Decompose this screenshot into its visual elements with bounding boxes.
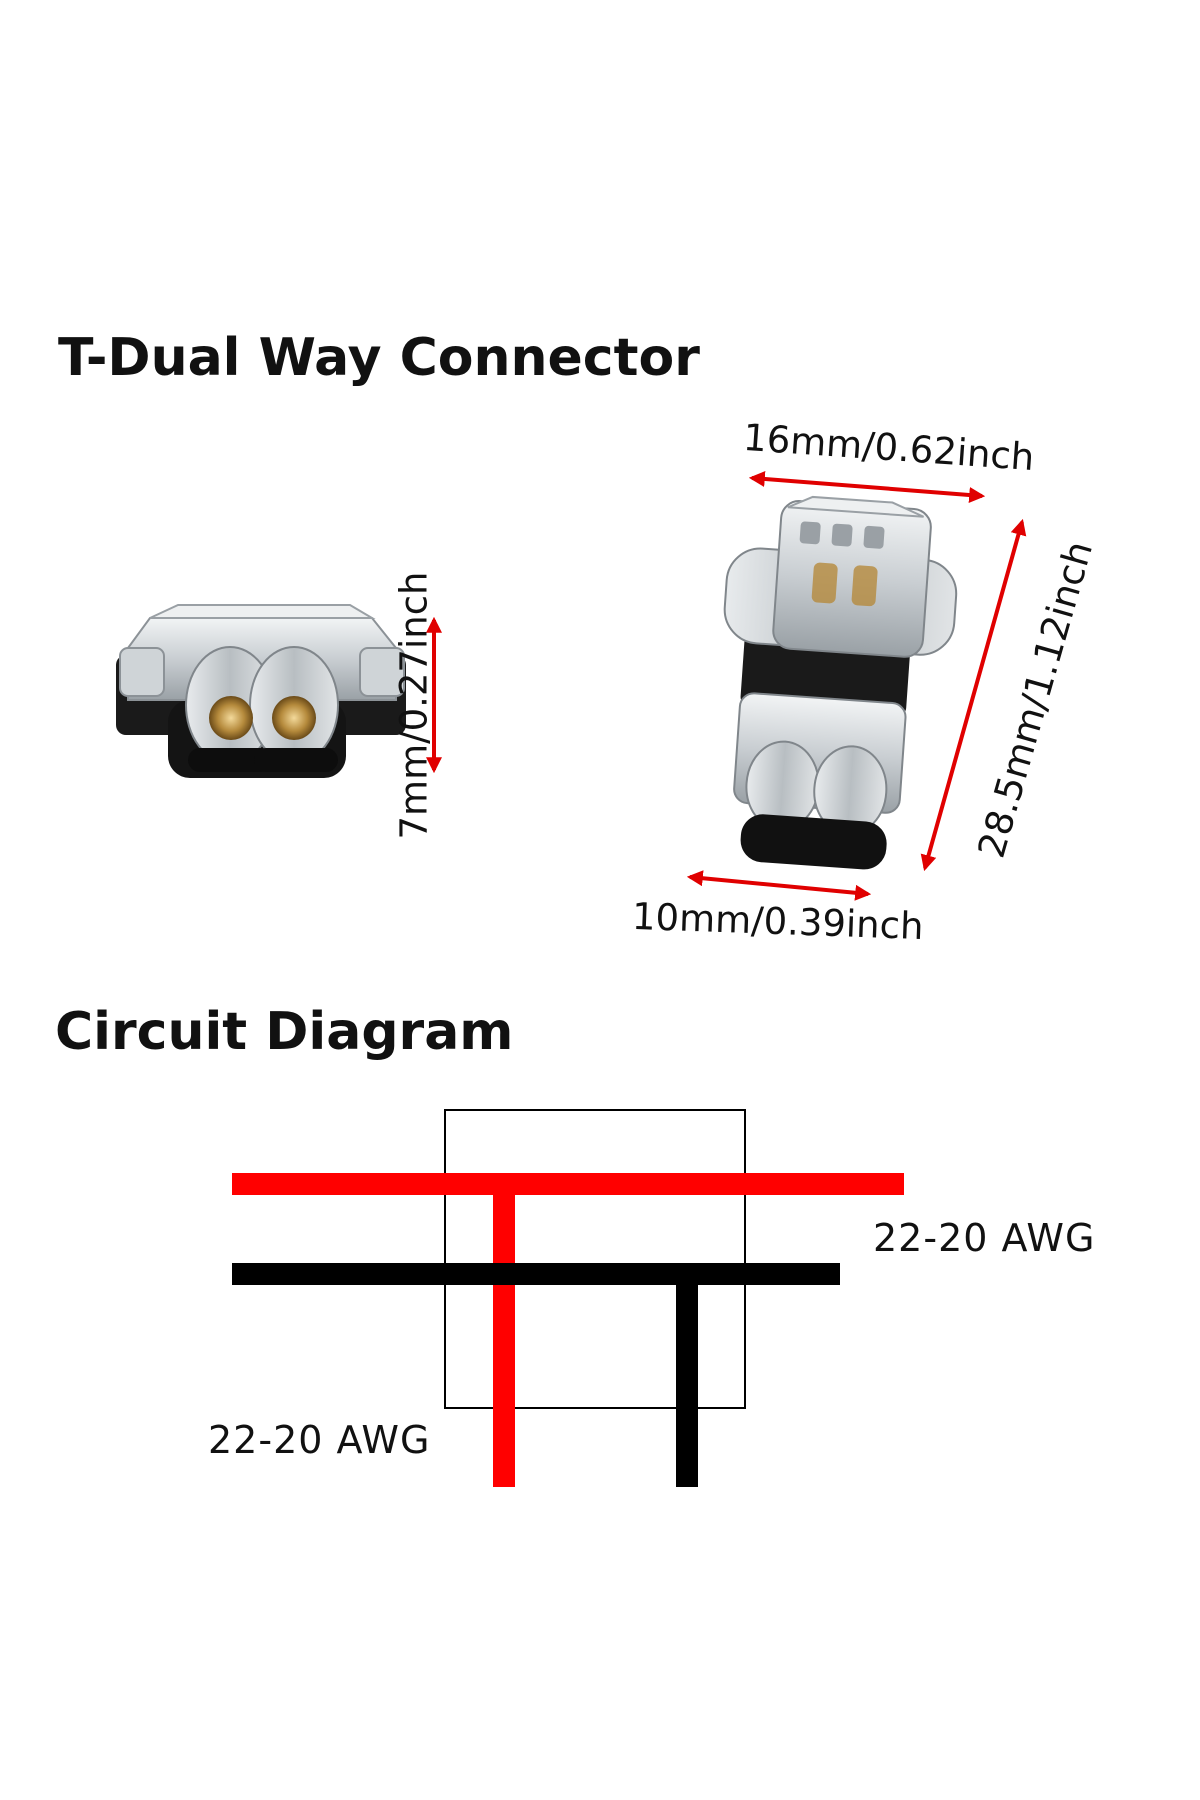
red-wire-vertical bbox=[493, 1184, 515, 1487]
page-title: T-Dual Way Connector bbox=[58, 328, 700, 388]
top-width-arrow bbox=[748, 471, 986, 503]
connector-front-view bbox=[116, 604, 406, 778]
connector-top-view bbox=[723, 495, 958, 870]
connector-box bbox=[444, 1109, 746, 1409]
height-dimension-label: 7mm/0.27inch bbox=[392, 571, 436, 840]
black-wire-vertical bbox=[676, 1274, 698, 1487]
bottom-width-arrow bbox=[686, 870, 872, 901]
circuit-diagram-title: Circuit Diagram bbox=[55, 1002, 514, 1062]
red-wire-horizontal bbox=[232, 1173, 904, 1195]
black-wire-horizontal bbox=[232, 1263, 840, 1285]
awg-label-left: 22-20 AWG bbox=[208, 1418, 431, 1462]
awg-label-right: 22-20 AWG bbox=[873, 1216, 1096, 1260]
length-arrow bbox=[920, 518, 1027, 872]
